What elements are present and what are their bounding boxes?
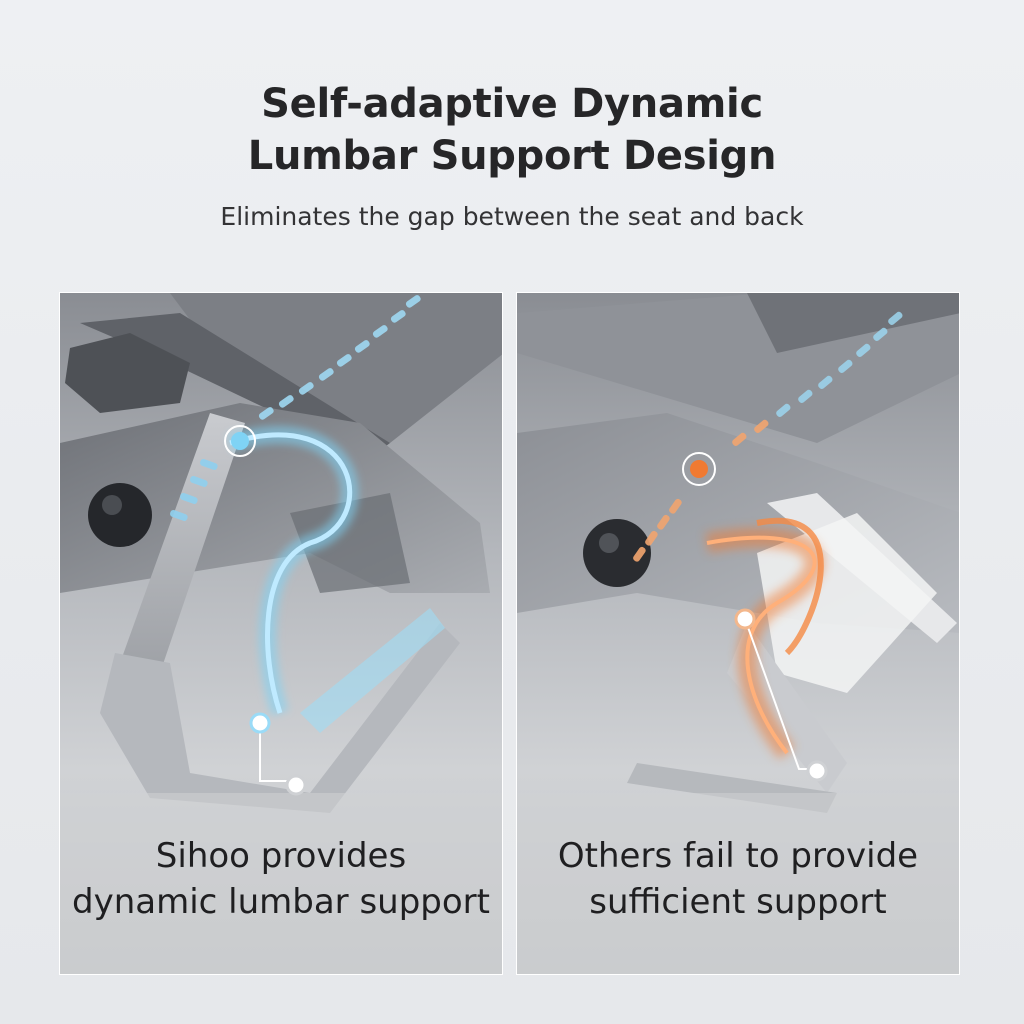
sihoo-caption-line-2: dynamic lumbar support [71, 882, 490, 922]
sihoo-caption-line-1: Sihoo provides [155, 836, 407, 876]
sihoo-comparison-panel: Sihoo provides dynamic lumbar support [59, 292, 503, 975]
others-chair-lumbar-illustration [517, 293, 959, 974]
others-caption-line-2: sufficient support [589, 882, 887, 922]
page-subtitle: Eliminates the gap between the seat and … [220, 202, 804, 231]
title-line-1: Self-adaptive Dynamic [261, 81, 763, 127]
sihoo-caption: Sihoo provides dynamic lumbar support [60, 833, 502, 925]
others-caption-line-1: Others fail to provide [557, 836, 919, 876]
others-caption: Others fail to provide sufficient suppor… [517, 833, 959, 925]
others-comparison-panel: Others fail to provide sufficient suppor… [516, 292, 960, 975]
page-title: Self-adaptive Dynamic Lumbar Support Des… [0, 78, 1024, 182]
sihoo-chair-lumbar-illustration [60, 293, 502, 974]
title-line-2: Lumbar Support Design [247, 133, 777, 179]
